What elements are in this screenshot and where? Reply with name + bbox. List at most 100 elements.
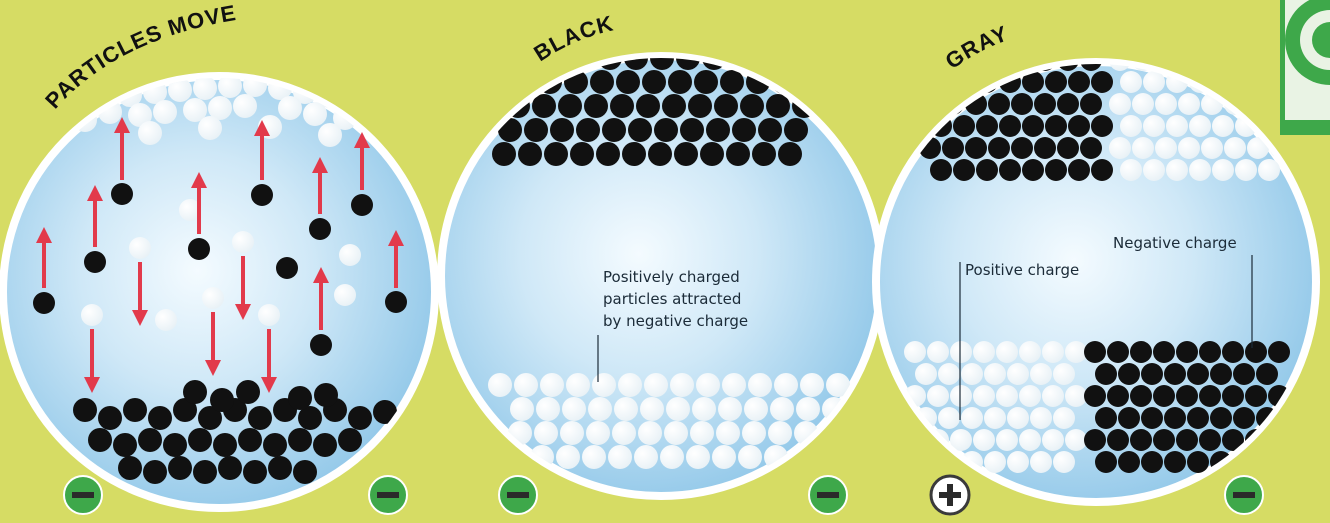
- white-particle: [1007, 363, 1029, 385]
- black-particle: [1245, 385, 1267, 407]
- black-particle: [268, 456, 292, 480]
- white-particle: [618, 373, 642, 397]
- black-particle: [1256, 363, 1278, 385]
- black-particle: [1080, 93, 1102, 115]
- black-particle: [576, 118, 600, 142]
- white-particle: [961, 363, 983, 385]
- black-particle: [780, 46, 804, 70]
- black-particle: [88, 428, 112, 452]
- black-particle: [1141, 451, 1163, 473]
- white-particle: [690, 421, 714, 445]
- white-particle: [1143, 115, 1165, 137]
- black-particle: [188, 428, 212, 452]
- black-particle: [1210, 363, 1232, 385]
- black-particle: [210, 388, 234, 412]
- white-particle: [258, 304, 280, 326]
- black-particle: [348, 406, 372, 430]
- black-particle: [584, 94, 608, 118]
- black-particle: [1118, 407, 1140, 429]
- black-particle: [1118, 363, 1140, 385]
- black-particle: [988, 137, 1010, 159]
- white-particle: [1201, 137, 1223, 159]
- white-particle: [748, 373, 772, 397]
- white-particle: [716, 421, 740, 445]
- white-particle: [1166, 159, 1188, 181]
- black-particle: [1176, 429, 1198, 451]
- white-particle: [1201, 49, 1223, 71]
- black-particle: [1034, 137, 1056, 159]
- white-particle: [1143, 71, 1165, 93]
- white-particle: [1247, 49, 1269, 71]
- black-particle: [818, 94, 842, 118]
- black-particle: [798, 70, 822, 94]
- white-particle: [334, 284, 356, 306]
- white-particle: [514, 373, 538, 397]
- black-particle: [953, 71, 975, 93]
- black-particle: [138, 428, 162, 452]
- white-particle: [1235, 159, 1257, 181]
- white-particle: [666, 397, 690, 421]
- black-particle: [1233, 407, 1255, 429]
- black-particle: [113, 433, 137, 457]
- white-particle: [1007, 451, 1029, 473]
- black-particle: [740, 94, 764, 118]
- black-particle: [720, 70, 744, 94]
- black-particle: [1045, 71, 1067, 93]
- black-particle: [953, 115, 975, 137]
- white-particle: [303, 102, 327, 126]
- white-particle: [770, 397, 794, 421]
- black-particle: [1256, 451, 1278, 473]
- white-particle: [664, 421, 688, 445]
- black-particle: [1034, 93, 1056, 115]
- black-particle: [248, 406, 272, 430]
- white-particle: [692, 397, 716, 421]
- white-particle: [800, 373, 824, 397]
- white-particle: [996, 341, 1018, 363]
- black-particle: [73, 398, 97, 422]
- white-particle: [562, 397, 586, 421]
- white-particle: [592, 373, 616, 397]
- white-particle: [138, 121, 162, 145]
- black-particle: [1107, 385, 1129, 407]
- black-particle: [123, 398, 147, 422]
- white-particle: [534, 421, 558, 445]
- black-particle: [243, 460, 267, 484]
- black-particle: [1268, 429, 1290, 451]
- white-particle: [1065, 385, 1087, 407]
- black-particle: [700, 142, 724, 166]
- black-particle: [1045, 115, 1067, 137]
- black-particle: [168, 456, 192, 480]
- black-particle: [1199, 385, 1221, 407]
- white-particle: [1042, 429, 1064, 451]
- black-particle: [1022, 159, 1044, 181]
- black-particle: [1130, 385, 1152, 407]
- black-particle: [999, 115, 1021, 137]
- black-particle: [1091, 159, 1113, 181]
- callout-line-2: particles attracted: [603, 290, 741, 308]
- black-particle: [616, 70, 640, 94]
- black-particle: [1176, 341, 1198, 363]
- white-particle: [1030, 451, 1052, 473]
- black-particle: [1084, 385, 1106, 407]
- black-particle: [752, 142, 776, 166]
- white-particle: [996, 429, 1018, 451]
- white-particle: [904, 429, 926, 451]
- white-particle: [1053, 363, 1075, 385]
- black-particle: [930, 71, 952, 93]
- callout-line-3: by negative charge: [603, 312, 748, 330]
- white-particle: [1053, 407, 1075, 429]
- black-particle: [953, 159, 975, 181]
- black-particle: [758, 118, 782, 142]
- white-particle: [1019, 385, 1041, 407]
- white-particle: [198, 116, 222, 140]
- black-particle: [1176, 385, 1198, 407]
- black-particle: [999, 159, 1021, 181]
- black-particle: [1068, 115, 1090, 137]
- black-particle: [1222, 341, 1244, 363]
- white-particle: [238, 52, 262, 76]
- white-particle: [1065, 429, 1087, 451]
- white-particle: [1042, 385, 1064, 407]
- black-particle: [1011, 93, 1033, 115]
- black-particle: [1164, 407, 1186, 429]
